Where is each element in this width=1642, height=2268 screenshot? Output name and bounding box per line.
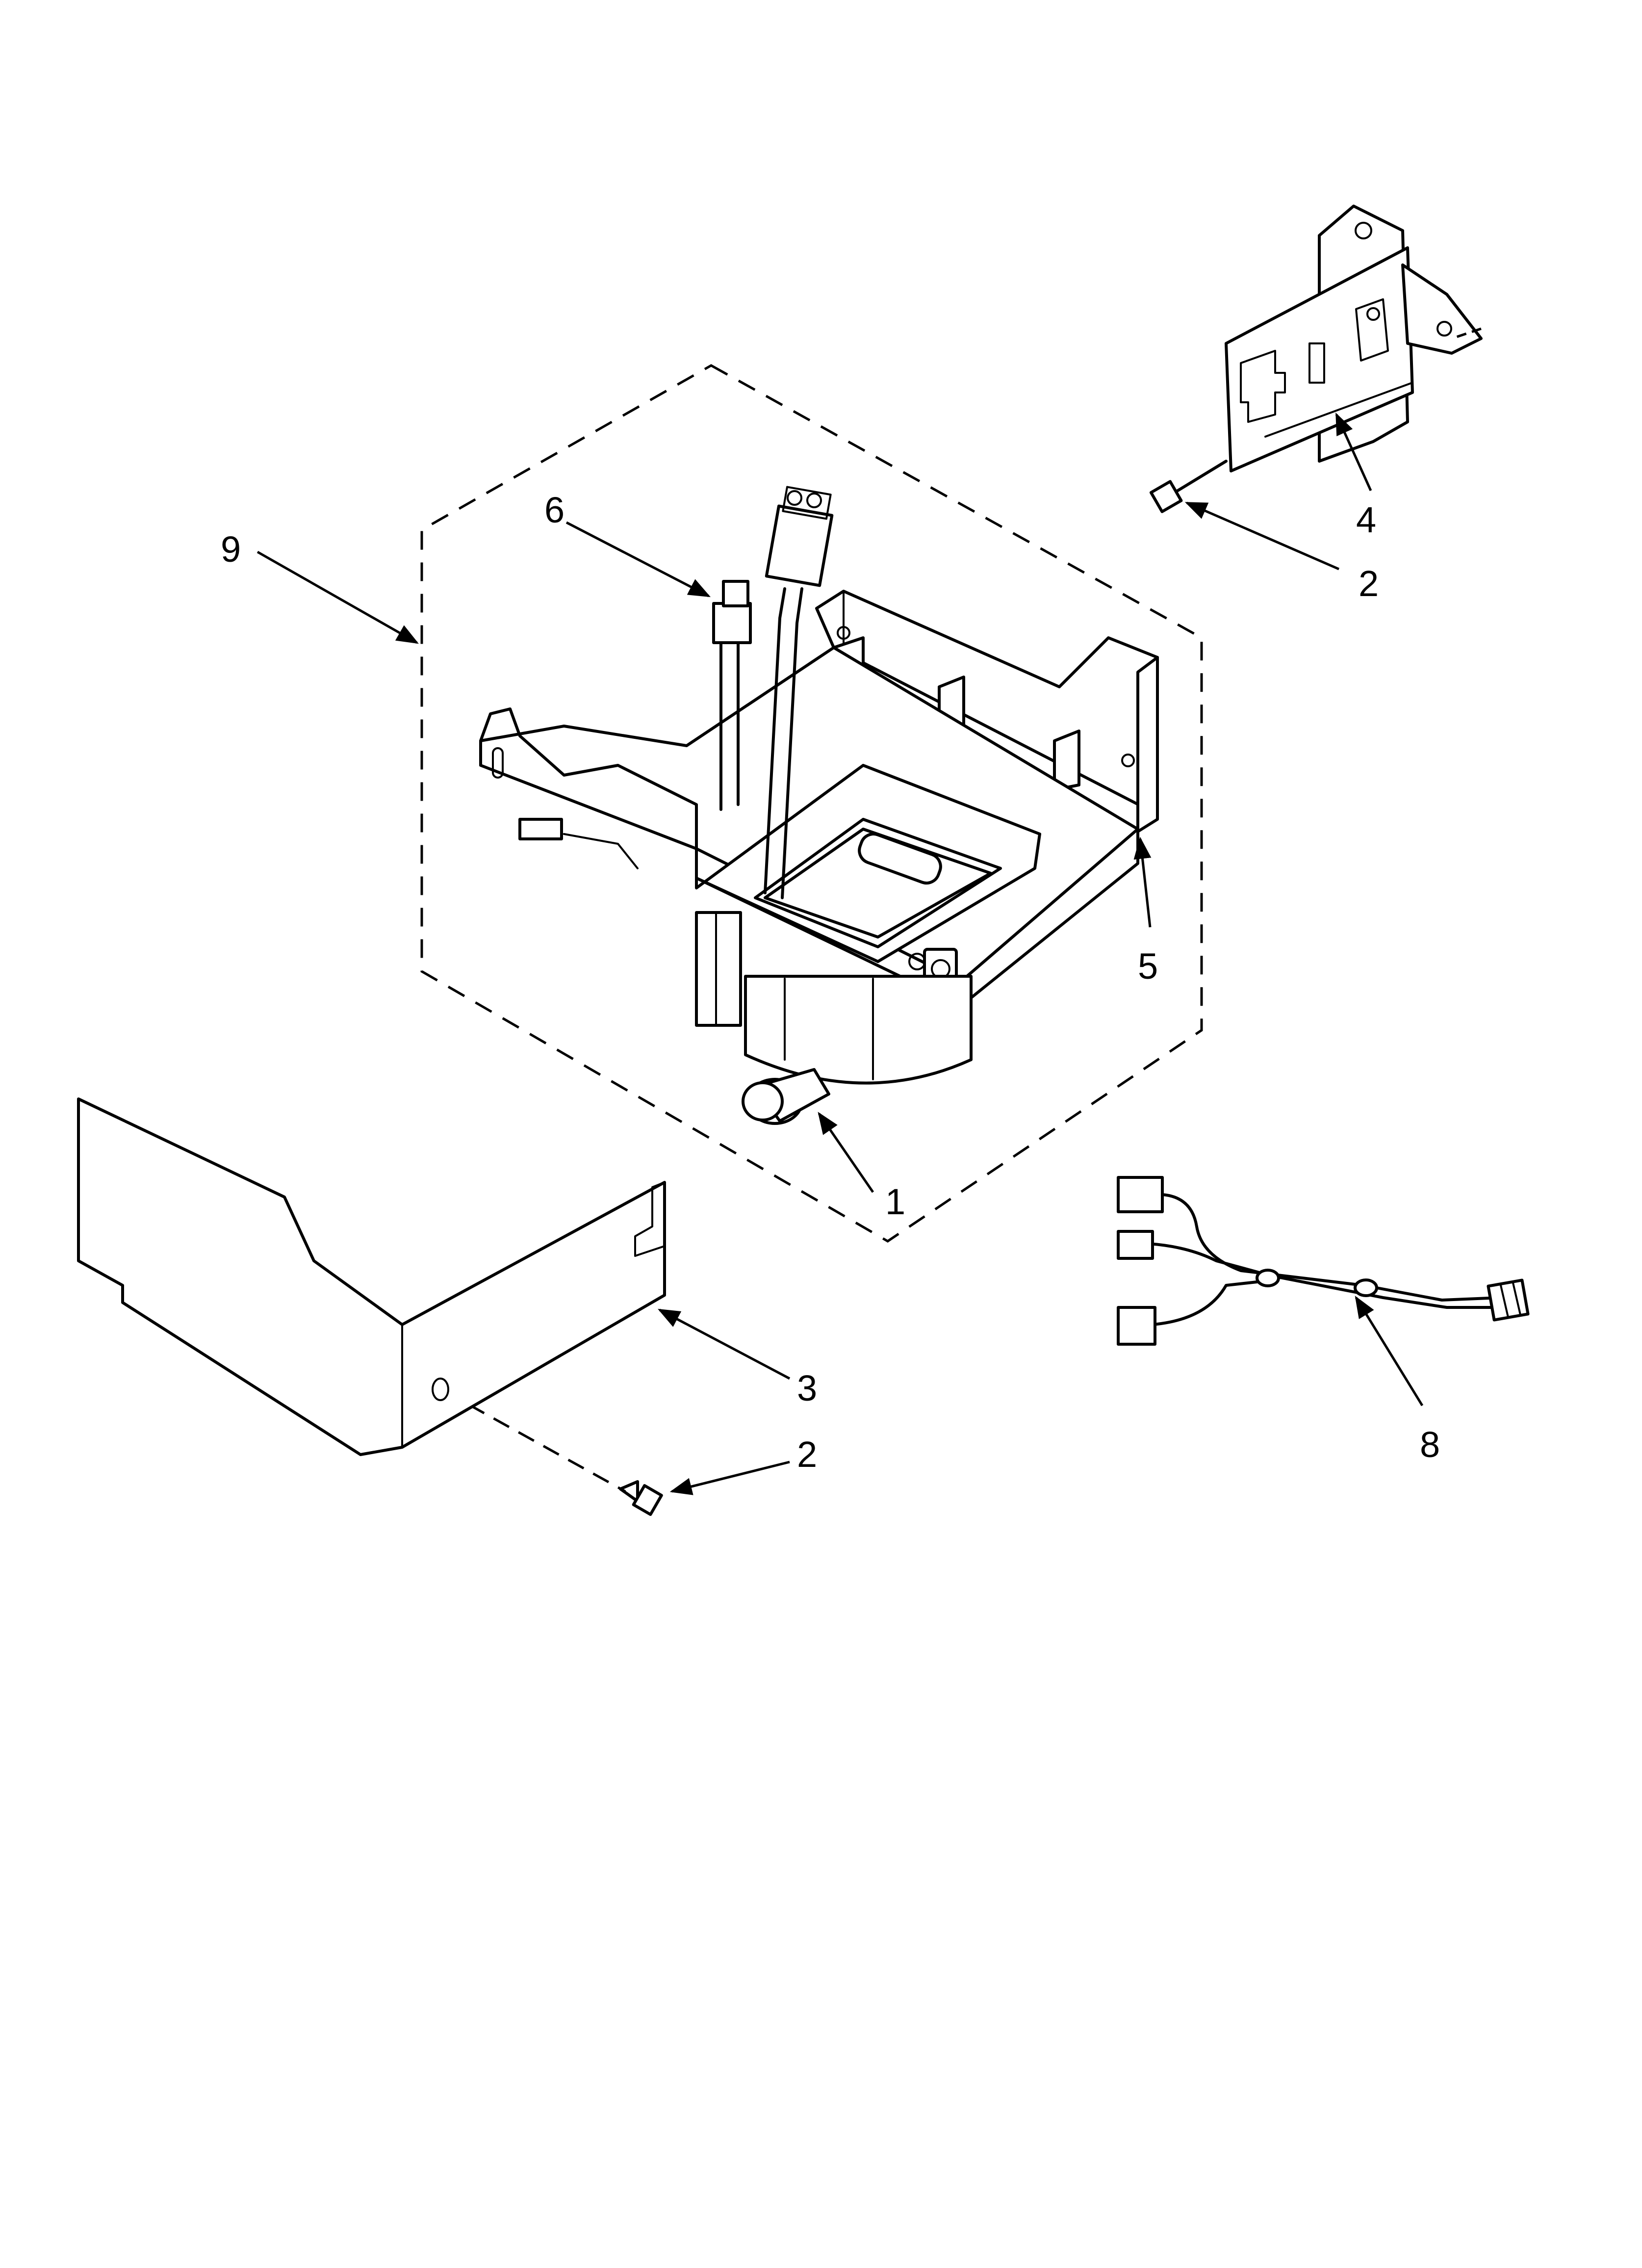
wire-harness-icon <box>1117 1176 1530 1346</box>
callout-6: 6 <box>544 490 564 530</box>
screw-icon-bottom <box>443 1389 663 1516</box>
leader-4 <box>1335 412 1372 492</box>
callout-3: 3 <box>797 1368 817 1408</box>
callout-9: 9 <box>221 529 241 570</box>
leader-lines <box>257 412 1424 1495</box>
leader-2-top <box>1184 501 1339 571</box>
callout-8: 8 <box>1420 1424 1440 1465</box>
callout-2-bottom: 2 <box>797 1434 817 1475</box>
callout-5: 5 <box>1138 946 1158 987</box>
leader-1 <box>818 1112 874 1193</box>
callouts: 9 6 4 2 5 1 3 2 8 <box>221 490 1440 1475</box>
pump-motor-icon <box>695 764 1041 1125</box>
leader-2-bottom <box>669 1460 790 1495</box>
callout-4: 4 <box>1356 499 1376 540</box>
cover-panel-icon <box>77 1097 666 1456</box>
wire-connector-icon <box>712 580 752 811</box>
leader-8 <box>1355 1296 1424 1407</box>
assembly-outline-9 <box>420 364 1203 1243</box>
leader-3 <box>658 1308 791 1380</box>
callout-2-top: 2 <box>1359 563 1379 604</box>
mounting-bracket-icon <box>1225 205 1483 472</box>
leader-5 <box>1133 836 1152 928</box>
pump-cable-icon <box>764 486 834 899</box>
callout-1: 1 <box>885 1181 905 1222</box>
leader-6 <box>565 521 711 598</box>
leader-9 <box>257 550 419 644</box>
screw-icon-top <box>1149 460 1228 513</box>
